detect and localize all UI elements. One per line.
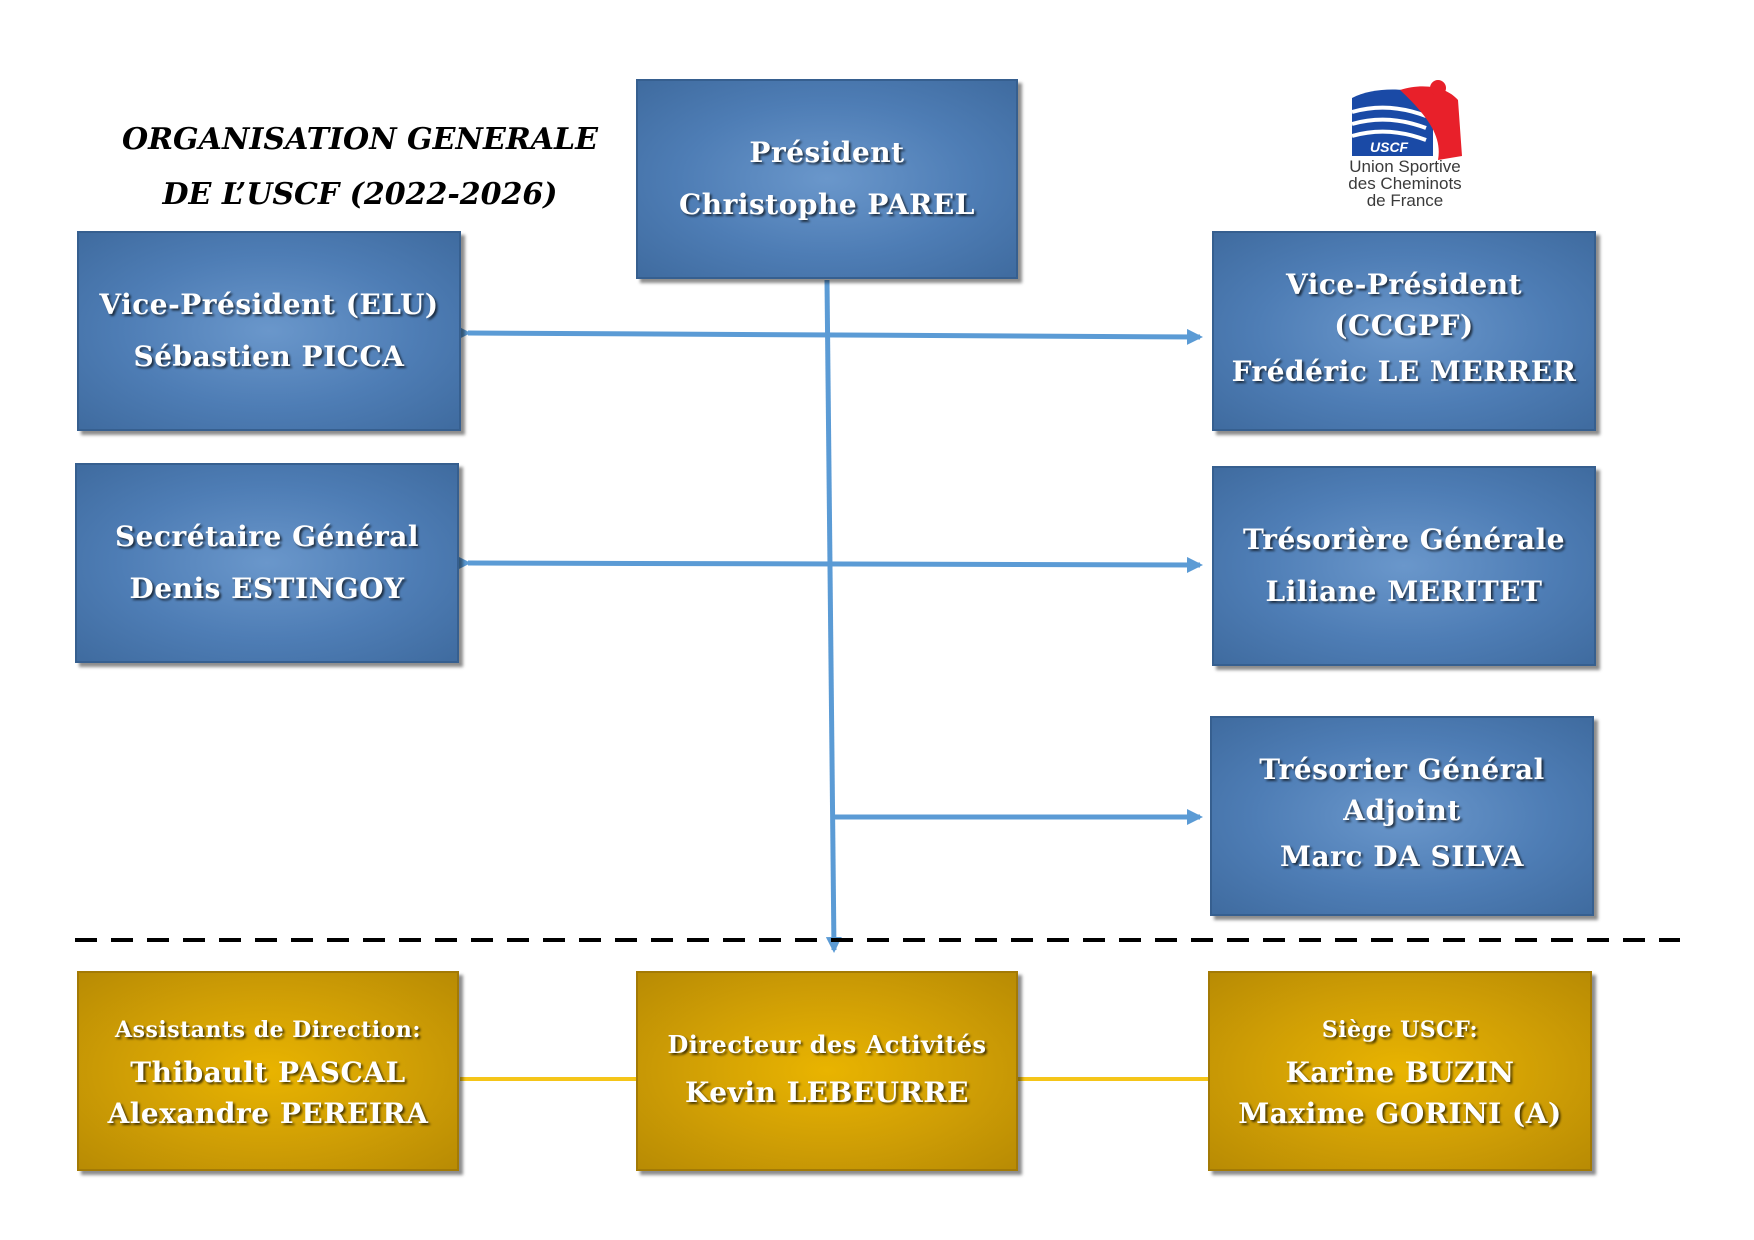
president-box: Président Christophe PAREL [636, 79, 1018, 279]
president-role: Président [749, 136, 905, 169]
tresoriere-role: Trésorière Générale [1242, 523, 1566, 556]
tresorier-adjoint-box: Trésorier Général Adjoint Marc DA SILVA [1210, 716, 1594, 916]
secretaire-name: Denis ESTINGOY [129, 572, 405, 605]
vp-elu-name: Sébastien PICCA [133, 340, 405, 373]
siege-name-2: Maxime GORINI (A) [1238, 1097, 1562, 1130]
tresoriere-box: Trésorière Générale Liliane MERITET [1212, 466, 1596, 666]
directeur-name: Kevin LEBEURRE [685, 1076, 969, 1109]
logo-caption: Union Sportive des Cheminots de France [1330, 158, 1480, 209]
tresorier-adjoint-role-2: Adjoint [1343, 794, 1461, 827]
logo-line-2: des Cheminots [1348, 174, 1462, 193]
assistants-role: Assistants de Direction: [115, 1017, 421, 1043]
siege-box: Siège USCF: Karine BUZIN Maxime GORINI (… [1208, 971, 1592, 1171]
uscf-logo: USCF [1351, 80, 1462, 160]
secretary-treasurer-connector [454, 554, 1203, 573]
vp-ccgpf-role-2: (CCGPF) [1334, 309, 1474, 342]
vp-elu-box: Vice-Président (ELU) Sébastien PICCA [77, 231, 461, 431]
logo-badge-text: USCF [1370, 139, 1409, 155]
assistants-name-2: Alexandre PEREIRA [107, 1097, 429, 1130]
secretaire-role: Secrétaire Général [114, 520, 420, 553]
vp-connector [454, 324, 1203, 345]
vp-ccgpf-box: Vice-Président (CCGPF) Frédéric LE MERRE… [1212, 231, 1596, 431]
vp-ccgpf-name: Frédéric LE MERRER [1231, 355, 1577, 388]
tresorier-adjoint-name: Marc DA SILVA [1280, 840, 1524, 873]
directeur-role: Directeur des Activités [667, 1030, 987, 1059]
assistants-name-1: Thibault PASCAL [130, 1056, 406, 1089]
logo-line-3: de France [1366, 191, 1444, 210]
siege-role: Siège USCF: [1321, 1017, 1479, 1043]
tresorier-adjoint-role-1: Trésorier Général [1259, 753, 1545, 786]
directeur-box: Directeur des Activités Kevin LEBEURRE [636, 971, 1018, 1171]
siege-name-1: Karine BUZIN [1285, 1056, 1515, 1089]
president-name: Christophe PAREL [679, 188, 975, 221]
page-title: ORGANISATION GENERALE DE L’USCF (2022-20… [120, 112, 600, 222]
assistants-box: Assistants de Direction: Thibault PASCAL… [77, 971, 459, 1171]
vp-elu-role: Vice-Président (ELU) [99, 288, 439, 321]
tresoriere-name: Liliane MERITET [1265, 575, 1543, 608]
vp-ccgpf-role-1: Vice-Président [1285, 268, 1523, 301]
title-line-1: ORGANISATION GENERALE [121, 122, 598, 157]
title-line-2: DE L’USCF (2022-2026) [162, 177, 558, 212]
trunk-line [824, 279, 842, 953]
secretaire-box: Secrétaire Général Denis ESTINGOY [75, 463, 459, 663]
logo-line-1: Union Sportive [1349, 157, 1461, 176]
